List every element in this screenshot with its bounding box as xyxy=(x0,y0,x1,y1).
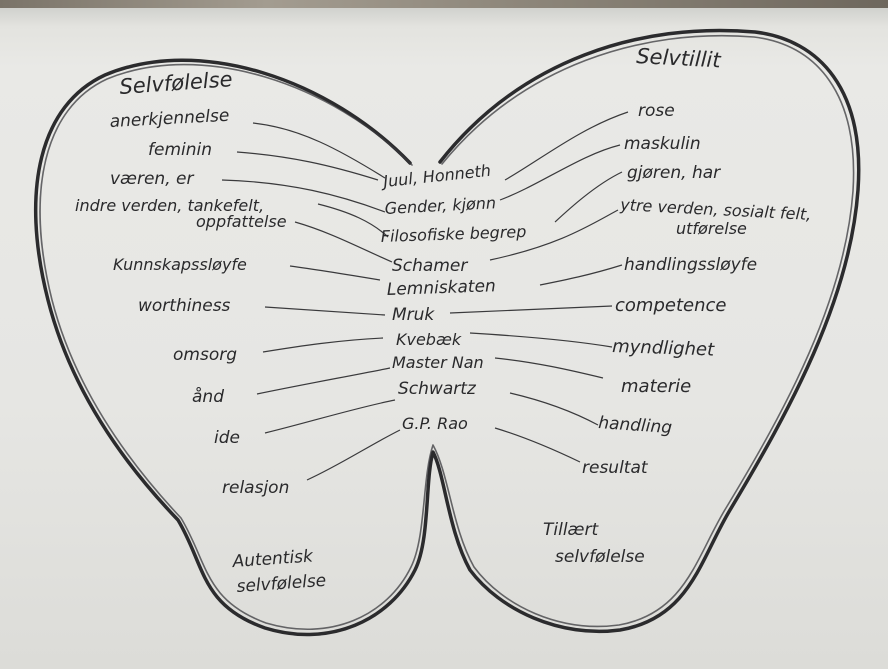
center-label: Schamer xyxy=(392,256,468,276)
left-label: ånd xyxy=(192,386,224,407)
connector-line xyxy=(253,123,385,178)
right-label: gjøren, har xyxy=(627,163,721,183)
right-label: maskulin xyxy=(624,134,701,154)
right-label: rose xyxy=(638,101,675,121)
left-label: oppfattelse xyxy=(196,212,287,231)
left-label: worthiness xyxy=(138,296,231,316)
left-label: relasjon xyxy=(222,478,289,498)
left-label: væren, er xyxy=(110,169,194,189)
connector-line xyxy=(257,368,390,394)
center-label: Filosofiske begrep xyxy=(380,222,526,246)
bottom-left-line1: Autentisk xyxy=(231,546,315,572)
left-label: omsorg xyxy=(173,345,237,365)
connector-line xyxy=(307,430,400,480)
center-label: G.P. Rao xyxy=(402,414,468,433)
connector-line xyxy=(263,338,383,352)
right-label: resultat xyxy=(582,458,649,478)
center-label: Schwartz xyxy=(398,379,477,399)
connector-line xyxy=(495,358,603,378)
right-label: myndlighet xyxy=(612,336,716,361)
right-label: handlingssløyfe xyxy=(624,255,757,275)
left-label: Kunnskapssløyfe xyxy=(113,255,247,274)
connector-line xyxy=(237,152,378,180)
connector-line xyxy=(510,393,598,425)
connector-line xyxy=(495,428,580,462)
left-label: ide xyxy=(214,428,240,448)
heading-right: Selvtillit xyxy=(636,44,722,72)
left-label: feminin xyxy=(148,140,212,160)
connector-line xyxy=(290,266,380,280)
connector-line xyxy=(265,400,395,433)
left-label: anerkjennelse xyxy=(109,106,230,132)
bottom-left-line2: selvfølelse xyxy=(236,571,327,597)
connector-line xyxy=(265,307,385,315)
right-label: utførelse xyxy=(676,219,747,238)
center-label: Kvebæk xyxy=(396,330,462,349)
center-label: Mruk xyxy=(392,305,435,325)
right-label: materie xyxy=(621,376,691,397)
center-label: Master Nan xyxy=(392,353,484,372)
connector-line xyxy=(540,265,622,285)
right-label: competence xyxy=(615,295,726,316)
center-label: Juul, Honneth xyxy=(379,161,491,191)
heading-left: Selvfølelse xyxy=(119,67,234,99)
connector-line xyxy=(555,172,622,222)
bottom-right-line1: Tillært xyxy=(543,520,599,540)
connector-line xyxy=(470,333,612,347)
center-label: Gender, kjønn xyxy=(384,193,496,218)
connector-line xyxy=(450,306,612,313)
right-label: handling xyxy=(598,413,673,438)
center-label: Lemniskaten xyxy=(386,276,496,300)
connector-line xyxy=(505,112,628,180)
bottom-right-line2: selvfølelse xyxy=(555,547,645,567)
